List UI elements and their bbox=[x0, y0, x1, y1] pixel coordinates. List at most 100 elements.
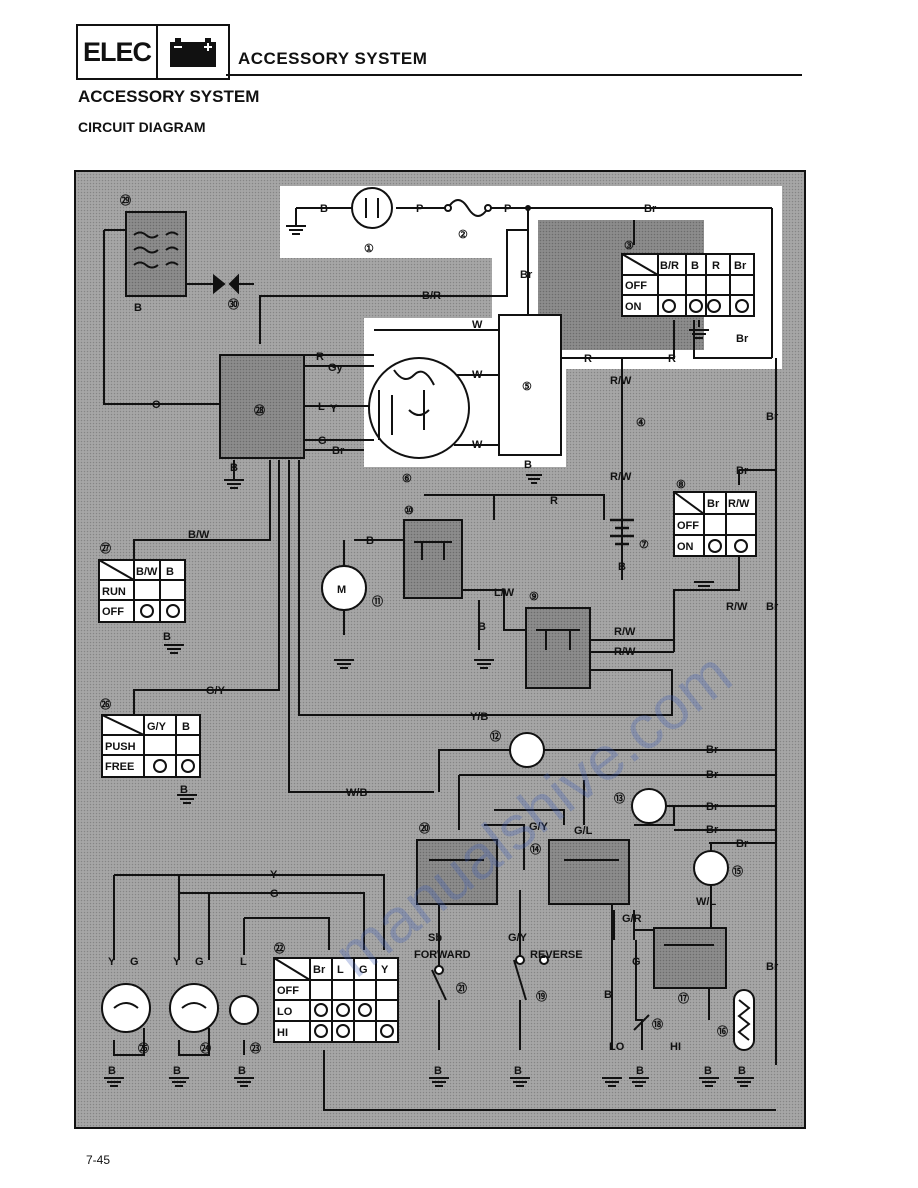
diagram-label: ⑤ bbox=[522, 381, 532, 393]
section-title: ACCESSORY SYSTEM bbox=[78, 87, 260, 106]
diagram-label: Br bbox=[736, 333, 749, 345]
diagram-label: REVERSE bbox=[530, 949, 583, 961]
diagram-label: ⑳ bbox=[419, 821, 430, 835]
diagram-label: W/L bbox=[696, 896, 716, 908]
diagram-label: Sb bbox=[428, 932, 442, 944]
diagram-label: ⑬ bbox=[614, 791, 625, 805]
start-switch-row-free: FREE bbox=[105, 761, 134, 773]
relay-17 bbox=[653, 927, 727, 989]
cdi-unit bbox=[219, 354, 305, 459]
main-switch-col-br: B/R bbox=[660, 260, 679, 272]
diagram-label: LO bbox=[609, 1041, 625, 1053]
diagram-label: ㉖ bbox=[100, 697, 111, 711]
diagram-label: R bbox=[550, 495, 558, 507]
diagram-label: B bbox=[524, 459, 532, 471]
diagram-label: G/Y bbox=[529, 821, 549, 833]
diagram-label: R bbox=[584, 353, 592, 365]
diagram-label: G/Y bbox=[508, 932, 528, 944]
diagram-label: Br bbox=[736, 465, 749, 477]
diagram-label: ㉕ bbox=[138, 1041, 149, 1055]
indicator-lamp-13 bbox=[631, 788, 667, 824]
engine-stop-col-b: B bbox=[166, 566, 174, 578]
start-switch-col-b: B bbox=[182, 721, 190, 733]
diagram-label: Br bbox=[520, 269, 533, 281]
diagram-label: B bbox=[366, 535, 374, 547]
diagram-label: B bbox=[163, 631, 171, 643]
indicator-lamp-12 bbox=[509, 732, 545, 768]
diagram-label: Br bbox=[706, 801, 719, 813]
diagram-label: Gy bbox=[328, 362, 344, 374]
diagram-label: ⑥ bbox=[402, 473, 412, 485]
circuit-diagram: B/R B R Br OFF ON Br R/W OFF ON M B/W bbox=[74, 170, 806, 1129]
diagram-label: ④ bbox=[636, 417, 646, 429]
diagram-label: O bbox=[152, 399, 161, 411]
diagram-label: B bbox=[434, 1065, 442, 1077]
diagram-label: G/L bbox=[574, 825, 593, 837]
headlight-25 bbox=[101, 983, 151, 1033]
headlight-24 bbox=[169, 983, 219, 1033]
diagram-label: B bbox=[230, 462, 238, 474]
diagram-label: Br bbox=[332, 445, 345, 457]
diagram-label: B bbox=[618, 561, 626, 573]
dimmer-switch bbox=[273, 957, 399, 1043]
diagram-label: ㉔ bbox=[200, 1041, 211, 1055]
diagram-label: L bbox=[318, 401, 325, 413]
wire-labels: B P P Br Br Br B/R W W W R R R/W R/W Br … bbox=[108, 203, 779, 1077]
diagram-label: P bbox=[504, 203, 511, 215]
diagram-label: ㉙ bbox=[120, 193, 131, 207]
rectifier-regulator bbox=[498, 314, 562, 456]
main-switch-col-br2: Br bbox=[734, 260, 747, 272]
diagram-label: ⑭ bbox=[530, 842, 541, 856]
diagram-label: ⑫ bbox=[490, 729, 501, 743]
fuse-icon bbox=[447, 199, 489, 217]
dimmer-row-off: OFF bbox=[277, 985, 299, 997]
diagram-label: B bbox=[604, 989, 612, 1001]
diagram-label: G/R bbox=[622, 913, 642, 925]
diagram-label: B bbox=[636, 1065, 644, 1077]
diagram-label: ㉗ bbox=[100, 541, 111, 555]
diagram-label: R/W bbox=[614, 626, 636, 638]
light-switch-col-br: Br bbox=[707, 498, 720, 510]
starter-relay bbox=[403, 519, 463, 599]
battery-symbol bbox=[351, 187, 393, 229]
diagram-label: ⑦ bbox=[639, 539, 649, 551]
diagram-label: ⑧ bbox=[676, 479, 686, 491]
diagram-label: Br bbox=[644, 203, 657, 215]
start-switch-col-gy: G/Y bbox=[147, 721, 167, 733]
main-switch-col-b: B bbox=[691, 260, 699, 272]
indicator-lamp-15 bbox=[693, 850, 729, 886]
diagram-label: B bbox=[320, 203, 328, 215]
diagram-label: ⑱ bbox=[652, 1017, 663, 1031]
diagram-label: ⑲ bbox=[536, 989, 547, 1003]
starter-motor bbox=[321, 565, 367, 611]
diagram-label: Br bbox=[766, 411, 779, 423]
diagram-label: B bbox=[514, 1065, 522, 1077]
header-rule bbox=[226, 74, 802, 76]
engine-stop-row-off: OFF bbox=[102, 606, 124, 618]
diagram-label: R bbox=[316, 351, 324, 363]
engine-stop-row-run: RUN bbox=[102, 586, 126, 598]
diagram-label: B bbox=[704, 1065, 712, 1077]
component-numbers: ① ② ③ ④ ⑤ ⑥ ⑦ ⑧ ⑨ ⑩ ⑪ ⑫ ⑬ ⑭ ⑮ ⑯ ⑰ ⑱ ⑲ ⑳ … bbox=[100, 193, 743, 1055]
dimmer-row-hi: HI bbox=[277, 1027, 288, 1039]
diagram-label: R bbox=[668, 353, 676, 365]
diagram-label: ㉘ bbox=[254, 403, 265, 417]
diagram-label: Br bbox=[706, 744, 719, 756]
elec-label: ELEC bbox=[78, 26, 158, 78]
tail-light-23 bbox=[229, 995, 259, 1025]
diagram-label: G bbox=[195, 956, 204, 968]
diagram-label: ⑰ bbox=[678, 991, 689, 1005]
page-number: 7-45 bbox=[86, 1153, 111, 1167]
diagram-label: G bbox=[130, 956, 139, 968]
diagram-label: ㉒ bbox=[274, 941, 285, 955]
diagram-label: Br bbox=[706, 824, 719, 836]
light-switch-col-rw: R/W bbox=[728, 498, 750, 510]
main-switch-col-r: R bbox=[712, 260, 720, 272]
diagram-label: W bbox=[472, 369, 483, 381]
diagram-label: ⑨ bbox=[529, 591, 539, 603]
diagram-label: ③ bbox=[624, 240, 634, 252]
diagram-label: ⑮ bbox=[732, 864, 743, 878]
relay-14 bbox=[548, 839, 630, 905]
main-switch bbox=[621, 253, 755, 317]
diagram-label: ⑯ bbox=[717, 1024, 728, 1038]
